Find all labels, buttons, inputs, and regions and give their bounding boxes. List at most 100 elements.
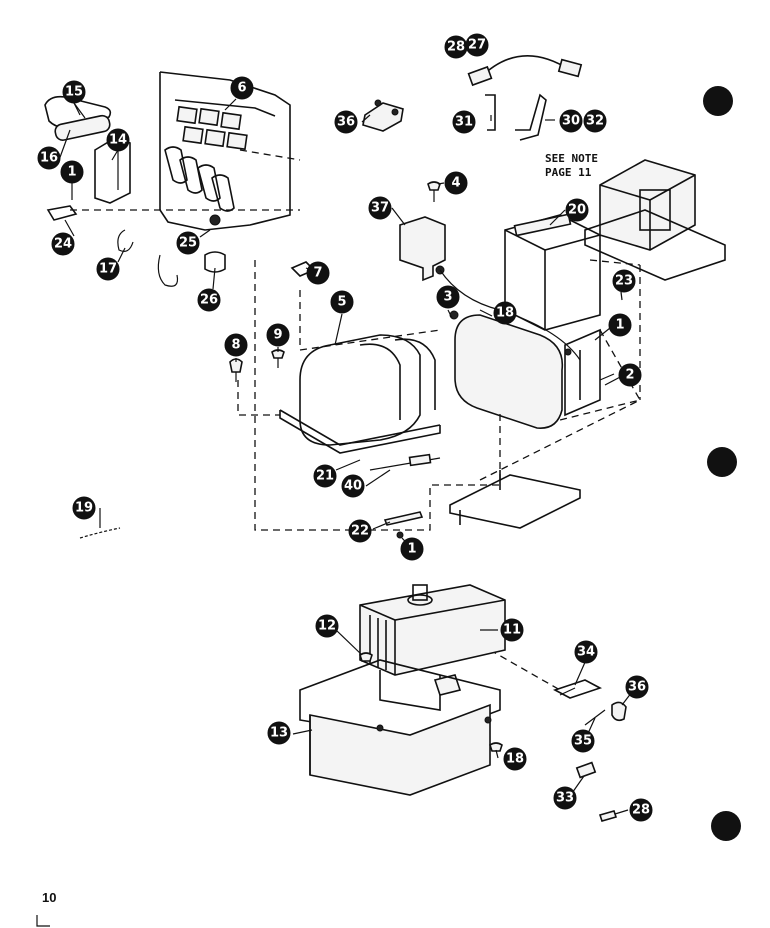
callout-28-bottom: 28 [629,798,653,822]
callout-22: 22 [348,519,372,543]
fuse-holder [362,99,404,132]
callout-18-top: 18 [493,301,517,325]
callout-number: 18 [496,306,514,321]
callout-number: 32 [586,114,604,129]
see-note-line-1: SEE NOTE [545,152,598,165]
leader-lines [58,98,636,815]
base-plate-and-rod [369,453,581,539]
callout-1-right: 1 [608,313,632,337]
callout-number: 7 [313,266,322,281]
callout-11: 11 [500,618,524,642]
clamp-brackets [485,93,547,141]
callout-33: 33 [553,786,577,810]
switch-bracket-assembly [159,71,301,231]
callout-number: 31 [455,115,473,130]
callout-number: 28 [632,803,650,818]
callout-17: 17 [96,257,120,281]
callout-19: 19 [72,496,96,520]
callout-9: 9 [266,323,290,347]
assembly-guide-lines [237,260,641,691]
callout-number: 15 [65,85,83,100]
callout-number: 6 [237,81,246,96]
callout-number: 36 [337,115,355,130]
corner-mark [36,915,50,927]
callout-40: 40 [341,474,365,498]
callout-24: 24 [51,232,75,256]
see-note-line-2: PAGE 11 [545,166,592,179]
small-parts-bottom-right [359,652,627,822]
callout-number: 5 [337,295,346,310]
callout-number: 25 [179,236,197,251]
callout-6: 6 [230,76,254,100]
callout-number: 33 [556,791,574,806]
callout-27: 27 [465,33,489,57]
callout-number: 27 [468,38,486,53]
callout-26: 26 [197,288,221,312]
callout-16: 16 [37,146,61,170]
high-voltage-capacitor [439,269,581,429]
callout-8: 8 [224,333,248,357]
callout-5: 5 [330,290,354,314]
callout-number: 2 [625,368,634,383]
callout-number: 11 [503,623,521,638]
binder-hole-middle [707,447,737,477]
callout-number: 35 [574,734,592,749]
callout-number: 37 [371,201,389,216]
callout-number: 19 [75,501,93,516]
callout-15: 15 [62,80,86,104]
wire-harness-19 [79,527,121,539]
callout-34: 34 [574,640,598,664]
callout-number: 26 [200,293,218,308]
callout-30: 30 [559,109,583,133]
callout-23: 23 [612,269,636,293]
callout-number: 23 [615,274,633,289]
screw-parts-center [229,181,459,382]
callout-35: 35 [571,729,595,753]
callout-number: 36 [628,680,646,695]
high-voltage-diode-assembly [279,329,441,454]
callout-1-bottom: 1 [400,537,424,561]
callout-3: 3 [436,285,460,309]
callout-2: 2 [618,363,642,387]
callout-number: 24 [54,237,72,252]
callout-37: 37 [368,196,392,220]
callout-number: 30 [562,114,580,129]
callout-number: 1 [67,165,76,180]
callout-number: 12 [318,619,336,634]
callout-number: 20 [568,203,586,218]
capacitor-mounting-bracket [564,328,601,417]
power-cord [467,54,583,87]
callout-number: 28 [447,40,465,55]
switch-actuator-and-spring [46,205,300,287]
callout-number: 16 [40,151,58,166]
callout-31: 31 [452,110,476,134]
binder-hole-bottom [711,811,741,841]
callout-number: 1 [407,542,416,557]
callout-36-bottom: 36 [625,675,649,699]
callout-number: 1 [615,318,624,333]
callout-20: 20 [565,198,589,222]
callout-number: 17 [99,262,117,277]
callout-4: 4 [444,171,468,195]
callout-25: 25 [176,231,200,255]
callout-28-top: 28 [444,35,468,59]
callout-32: 32 [583,109,607,133]
callout-number: 3 [443,290,452,305]
callout-number: 40 [344,479,362,494]
callout-13: 13 [267,721,291,745]
callout-number: 18 [506,752,524,767]
callout-14: 14 [106,128,130,152]
callout-number: 4 [451,176,460,191]
magnetron [359,584,506,711]
callout-number: 21 [316,469,334,484]
callout-number: 14 [109,133,127,148]
callout-number: 22 [351,524,369,539]
noise-filter [399,216,446,282]
callout-1-top: 1 [60,160,84,184]
callout-18-bottom: 18 [503,747,527,771]
binder-hole-top [703,86,733,116]
page-number: 10 [42,890,56,905]
callout-7: 7 [306,261,330,285]
waveguide-box [299,659,501,796]
